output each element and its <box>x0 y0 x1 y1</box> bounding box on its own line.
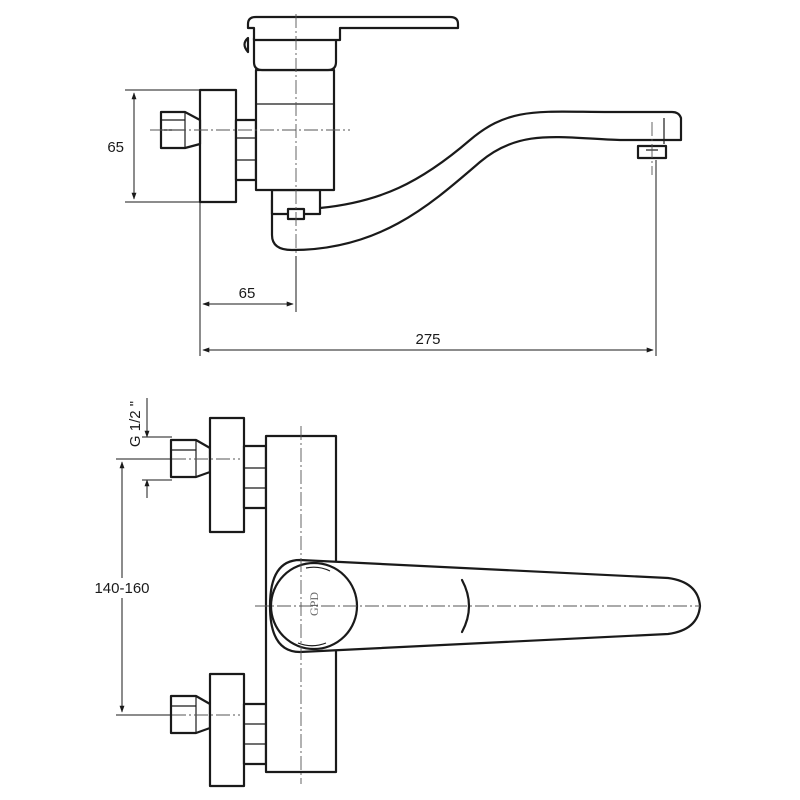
front-lower-inlet <box>169 672 268 788</box>
dim-offset-label: 65 <box>239 285 256 302</box>
front-upper-inlet <box>169 416 268 534</box>
side-view: 65 65 275 <box>107 14 683 356</box>
side-cap <box>252 36 338 72</box>
side-spout <box>270 110 683 252</box>
side-wall-flange <box>198 88 238 204</box>
spacing-label: 140-160 <box>94 580 149 597</box>
thread-label: G 1/2 " <box>127 401 144 447</box>
side-connector <box>234 118 258 182</box>
dim-reach-label: 275 <box>415 331 440 348</box>
side-lever <box>246 15 460 42</box>
dim-height-label: 65 <box>107 139 124 156</box>
brand-logo: GPD <box>307 592 321 616</box>
front-view: GPD G 1/2 " 140-160 <box>82 398 702 788</box>
